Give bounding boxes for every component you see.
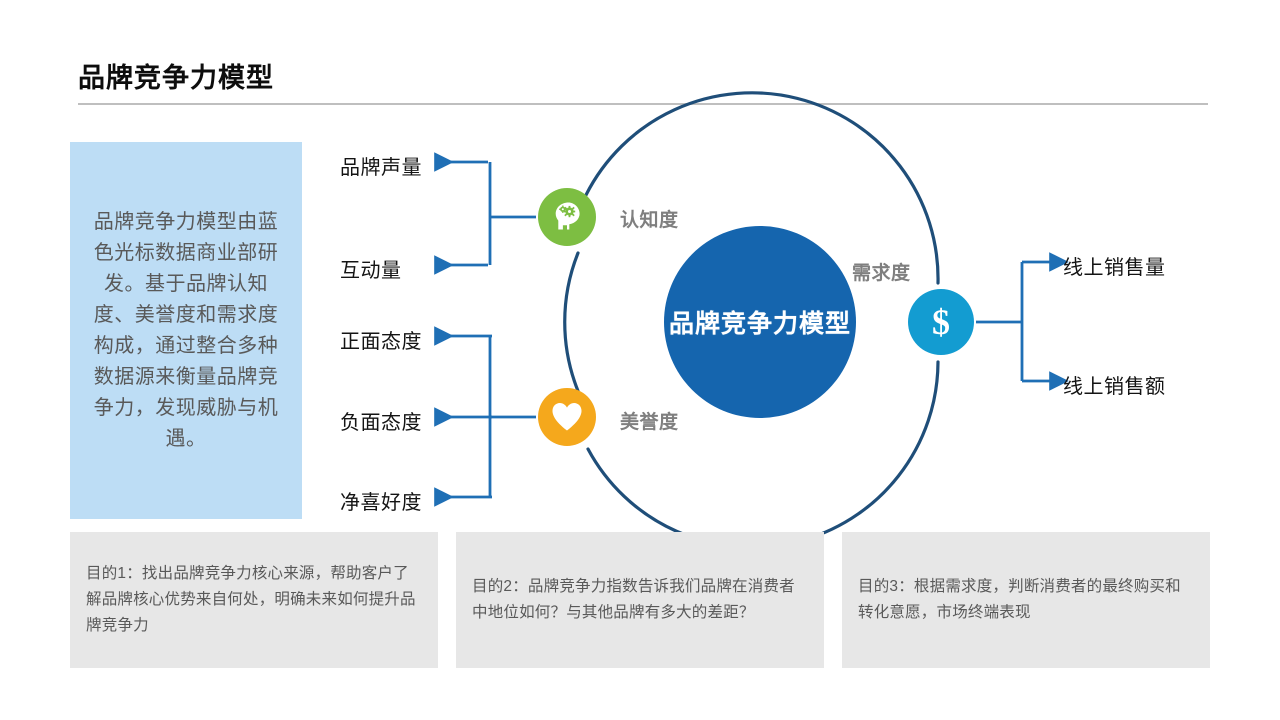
- purpose-card-list: 目的1：找出品牌竞争力核心来源，帮助客户了解品牌核心优势来自何处，明确未来如何提…: [70, 532, 1210, 668]
- metric-label-online-sales-amount: 线上销售额: [1063, 376, 1166, 398]
- purpose-card-2-text: 目的2：品牌竞争力指数告诉我们品牌在消费者中地位如何？与其他品牌有多大的差距？: [472, 578, 795, 621]
- node-label-demand: 需求度: [852, 263, 911, 284]
- purpose-card-1: 目的1：找出品牌竞争力核心来源，帮助客户了解品牌核心优势来自何处，明确未来如何提…: [70, 532, 438, 668]
- page-title: 品牌竞争力模型: [78, 63, 274, 93]
- node-label-awareness: 认知度: [620, 210, 679, 231]
- demand-connector: [976, 252, 1069, 391]
- purpose-card-2: 目的2：品牌竞争力指数告诉我们品牌在消费者中地位如何？与其他品牌有多大的差距？: [456, 532, 824, 668]
- reputation-connector: [434, 326, 536, 507]
- metric-label-interaction: 互动量: [340, 260, 402, 282]
- awareness-connector: [434, 152, 536, 275]
- svg-text:$: $: [932, 302, 950, 342]
- purpose-card-3-text: 目的3：根据需求度，判断消费者的最终购买和转化意愿，市场终端表现: [858, 578, 1181, 621]
- metric-label-brand-voice: 品牌声量: [340, 157, 422, 179]
- dollar-icon: $: [932, 302, 950, 342]
- core-circle: 品牌竞争力模型: [664, 226, 856, 418]
- metric-label-online-sales-volume: 线上销售量: [1063, 257, 1166, 279]
- node-demand[interactable]: $: [908, 289, 974, 355]
- node-reputation[interactable]: [538, 388, 596, 446]
- purpose-card-1-text: 目的1：找出品牌竞争力核心来源，帮助客户了解品牌核心优势来自何处，明确未来如何提…: [86, 565, 416, 634]
- brain-gears-icon: [555, 202, 580, 230]
- heart-icon: [552, 403, 582, 431]
- node-label-reputation: 美誉度: [620, 412, 679, 433]
- metric-label-positive-attitude: 正面态度: [340, 331, 422, 353]
- description-panel: 品牌竞争力模型由蓝色光标数据商业部研发。基于品牌认知度、美誉度和需求度构成，通过…: [70, 142, 302, 519]
- description-text: 品牌竞争力模型由蓝色光标数据商业部研发。基于品牌认知度、美誉度和需求度构成，通过…: [93, 210, 279, 450]
- node-awareness[interactable]: [538, 188, 596, 246]
- core-label: 品牌竞争力模型: [668, 310, 851, 338]
- metric-label-negative-attitude: 负面态度: [340, 412, 422, 434]
- metric-label-net-favorability: 净喜好度: [340, 492, 422, 514]
- purpose-card-3: 目的3：根据需求度，判断消费者的最终购买和转化意愿，市场终端表现: [842, 532, 1210, 668]
- title-divider: [78, 103, 1208, 105]
